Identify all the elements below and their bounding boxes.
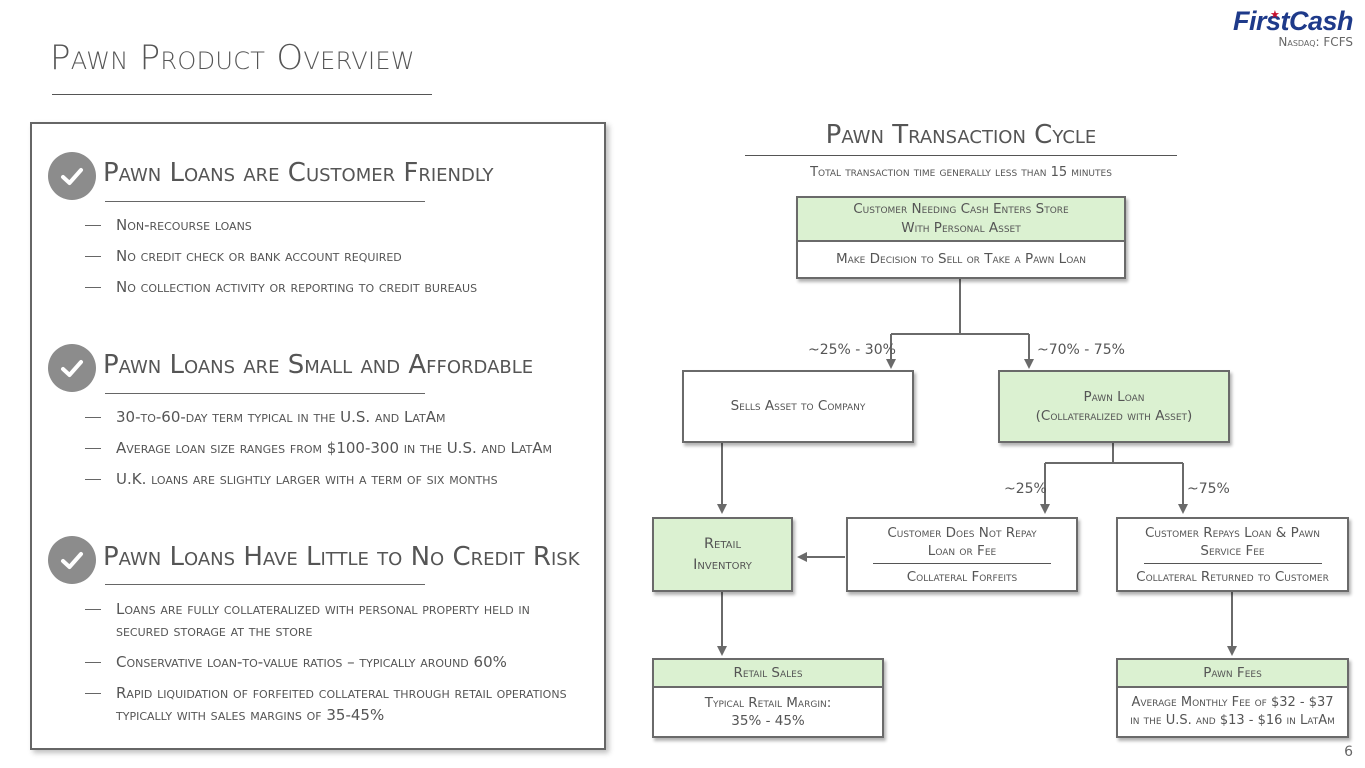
bullet-item: Average loan size ranges from $100-300 i… (85, 437, 585, 459)
divider (1143, 563, 1322, 564)
pct-repay-label: ~75% (1187, 481, 1230, 497)
section-underline (105, 201, 425, 202)
pawn-loan-box: Pawn Loan (Collateralized with Asset) (998, 370, 1230, 443)
dash-icon (85, 225, 101, 226)
start-box: Customer Needing Cash Enters Store With … (796, 196, 1126, 279)
dash-icon (85, 479, 101, 480)
repay-line1: Customer Repays Loan & Pawn (1144, 525, 1321, 541)
bullet-text: No collection activity or reporting to c… (116, 278, 478, 296)
bullet-item: Conservative loan-to-value ratios – typi… (85, 651, 585, 673)
bullet-text: Non-recourse loans (116, 216, 252, 234)
pawn-fees-header: Pawn Fees (1118, 660, 1347, 688)
repay-line2: Service Fee (1200, 543, 1265, 559)
dash-icon (85, 609, 101, 610)
bullet-text: Average loan size ranges from $100-300 i… (116, 439, 553, 457)
decision-text: Make Decision to Sell or Take a Pawn Loa… (835, 251, 1087, 267)
repay-text: Customer Repays Loan & Pawn Service Fee (1118, 519, 1347, 563)
pct-sell-label: ~25% - 30% (808, 342, 896, 358)
bullet-item: No collection activity or reporting to c… (85, 276, 585, 298)
bullet-item: No credit check or bank account required (85, 245, 585, 267)
repay-result: Collateral Returned to Customer (1136, 568, 1329, 585)
check-circle-icon (48, 152, 96, 200)
page-number: 6 (1344, 744, 1353, 760)
pawn-fees-text: Average Monthly Fee of $32 - $37 in the … (1118, 688, 1347, 736)
dash-icon (85, 256, 101, 257)
bullet-text: Loans are fully collateralized with pers… (116, 600, 530, 640)
section-heading-small-affordable: Pawn Loans are Small and Affordable (103, 350, 534, 380)
check-circle-icon (48, 344, 96, 392)
sells-asset-box: Sells Asset to Company (682, 370, 914, 443)
pawn-fees-box: Pawn Fees Average Monthly Fee of $32 - $… (1116, 658, 1349, 738)
bullet-item: 30-to-60-day term typical in the U.S. an… (85, 406, 585, 428)
ticker-symbol: Nasdaq: FCFS (1278, 35, 1353, 49)
page-title: Pawn Product Overview (50, 38, 415, 78)
not-repay-box: Customer Does Not Repay Loan or Fee Coll… (846, 517, 1078, 592)
diagram-title-underline (745, 155, 1177, 156)
not-repay-text: Customer Does Not Repay Loan or Fee (848, 519, 1076, 563)
title-underline (52, 94, 432, 95)
bullet-item: U.K. loans are slightly larger with a te… (85, 468, 585, 490)
pawn-loan-line1: Pawn Loan (1083, 388, 1145, 405)
retail-sales-box: Retail Sales Typical Retail Margin: 35% … (652, 658, 884, 738)
retail-sales-line2: 35% - 45% (731, 713, 805, 729)
firstcash-logo: ★ FirstCash Nasdaq: FCFS (1232, 6, 1354, 49)
retail-inventory-line1: Retail (703, 535, 742, 552)
retail-sales-line1: Typical Retail Margin: (704, 695, 832, 711)
section-heading-credit-risk: Pawn Loans Have Little to No Credit Risk (103, 542, 580, 572)
repay-box: Customer Repays Loan & Pawn Service Fee … (1116, 517, 1349, 592)
diagram-title: Pawn Transaction Cycle (825, 120, 1097, 150)
pawn-fees-line2: in the U.S. and $13 - $16 in LatAm (1130, 713, 1335, 728)
pct-pawn-label: ~70% - 75% (1037, 342, 1125, 358)
pct-not-repay-label: ~25% (1004, 481, 1047, 497)
section-heading-customer-friendly: Pawn Loans are Customer Friendly (103, 158, 494, 188)
not-repay-result: Collateral Forfeits (906, 568, 1018, 585)
logo-star-icon: ★ (1269, 8, 1280, 21)
section-underline (105, 584, 425, 585)
bullet-text: U.K. loans are slightly larger with a te… (116, 470, 498, 488)
bullet-text: 30-to-60-day term typical in the U.S. an… (116, 408, 446, 426)
retail-inventory-box: Retail Inventory (652, 517, 793, 592)
diagram-subtitle: Total transaction time generally less th… (810, 165, 1112, 180)
retail-sales-header: Retail Sales (654, 660, 882, 688)
dash-icon (85, 693, 101, 694)
pawn-fees-line1: Average Monthly Fee of $32 - $37 (1131, 695, 1334, 710)
dash-icon (85, 287, 101, 288)
logo-text: FirstCash (1232, 6, 1354, 36)
retail-sales-text: Typical Retail Margin: 35% - 45% (654, 688, 882, 736)
not-repay-line2: Loan or Fee (927, 543, 997, 559)
bullet-text: No credit check or bank account required (116, 247, 402, 265)
bullet-item: Non-recourse loans (85, 214, 585, 236)
bullet-text: Conservative loan-to-value ratios – typi… (116, 653, 507, 671)
start-line2: With Personal Asset (901, 220, 1021, 236)
start-header: Customer Needing Cash Enters Store With … (798, 198, 1124, 242)
bullet-item: Rapid liquidation of forfeited collatera… (85, 682, 585, 726)
start-line1: Customer Needing Cash Enters Store (853, 201, 1069, 217)
bullet-item: Loans are fully collateralized with pers… (85, 598, 585, 642)
retail-inventory-line2: Inventory (693, 556, 752, 573)
dash-icon (85, 662, 101, 663)
dash-icon (85, 417, 101, 418)
bullet-text: Rapid liquidation of forfeited collatera… (116, 684, 567, 724)
check-circle-icon (48, 536, 96, 584)
dash-icon (85, 448, 101, 449)
section-underline (105, 393, 425, 394)
pawn-loan-line2: (Collateralized with Asset) (1035, 407, 1193, 424)
pawn-overview-panel: Pawn Loans are Customer Friendly Non-rec… (30, 122, 606, 750)
divider (873, 563, 1051, 564)
not-repay-line1: Customer Does Not Repay (887, 525, 1037, 541)
